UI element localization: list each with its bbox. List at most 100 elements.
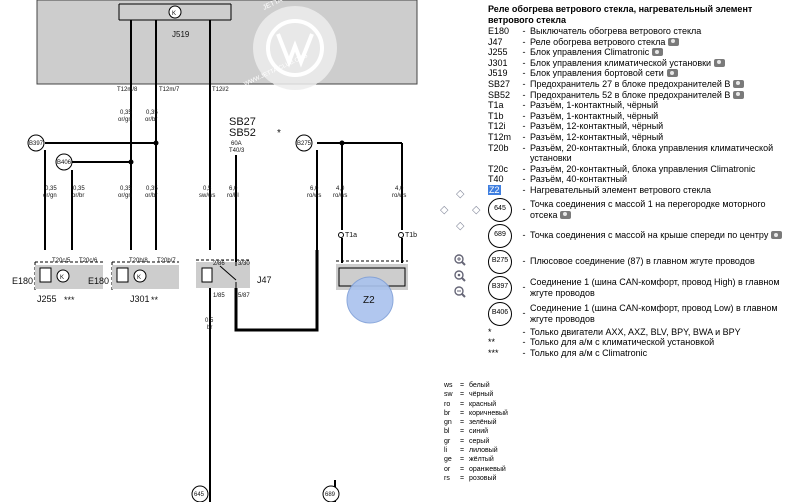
svg-text:or/gn: or/gn <box>118 193 132 199</box>
svg-text:4,0: 4,0 <box>395 186 404 192</box>
svg-text:60A: 60A <box>231 141 242 147</box>
sb27-label: SB27 <box>229 116 256 128</box>
camera-icon[interactable] <box>666 69 678 78</box>
legend-code: SB27 <box>488 78 511 89</box>
legend-item: J519-Блок управления бортовой сети <box>488 68 794 79</box>
legend-code: J519 <box>488 68 508 79</box>
legend-code: T12m <box>488 131 512 142</box>
svg-text:ro/ws: ro/ws <box>333 193 347 199</box>
svg-text:5/87: 5/87 <box>238 293 250 299</box>
legend-item: T20c-Разъём, 20-контактный, блока управл… <box>488 164 794 175</box>
pan-right-icon[interactable]: ◇ <box>472 204 481 216</box>
svg-text:J47: J47 <box>257 275 272 285</box>
svg-text:sw/ws: sw/ws <box>199 193 215 199</box>
color-entry: ws=белый <box>444 382 490 389</box>
legend-text: Разъём, 20-контактный, блока управления … <box>530 163 756 174</box>
svg-text:4,0: 4,0 <box>336 186 345 192</box>
legend-code: T20c <box>488 163 509 174</box>
svg-text:Z2: Z2 <box>363 295 375 306</box>
legend-code: E180 <box>488 26 510 36</box>
legend-item: SB27-Предохранитель 27 в блоке предохран… <box>488 79 794 90</box>
zoom-in-icon[interactable] <box>454 254 466 266</box>
camera-icon[interactable] <box>771 231 783 240</box>
color-entry: ro=красный <box>444 400 497 408</box>
pan-down-icon[interactable]: ◇ <box>456 220 465 232</box>
camera-icon[interactable] <box>714 58 726 67</box>
color-entry: rs=розовый <box>444 474 497 482</box>
legend-note: *-Только двигатели AXX, AXZ, BLV, BPY, B… <box>488 326 741 337</box>
legend-item: T40-Разъём, 40-контактный <box>488 174 794 185</box>
j519-label: J519 <box>172 30 190 39</box>
svg-text:or/br: or/br <box>145 117 157 123</box>
svg-text:J301: J301 <box>130 294 150 304</box>
legend-item: T12i-Разъём, 12-контактный, чёрный <box>488 121 794 132</box>
legend-code: T40 <box>488 174 504 185</box>
svg-text:689: 689 <box>325 492 336 498</box>
svg-text:645: 645 <box>194 492 205 498</box>
legend-point: B397-Соединение 1 (шина CAN-комфорт, про… <box>488 275 794 300</box>
legend-note: ***-Только для а/м с Climatronic <box>488 347 648 358</box>
svg-text:0,5: 0,5 <box>205 318 214 324</box>
svg-text:B397: B397 <box>29 141 44 147</box>
svg-text:B275: B275 <box>297 141 312 147</box>
svg-text:or/gn: or/gn <box>43 193 57 199</box>
svg-text:J255: J255 <box>37 294 57 304</box>
legend-item: T1a-Разъём, 1-контактный, чёрный <box>488 100 794 111</box>
svg-text:***: *** <box>64 295 75 305</box>
legend-item: J255-Блок управления Climatronic <box>488 47 794 58</box>
legend-text: Разъём, 12-контактный, чёрный <box>530 121 664 132</box>
legend-point: 645-Точка соединения с массой 1 на перег… <box>488 197 794 222</box>
legend-text: Соединение 1 (шина CAN-комфорт, провод H… <box>530 276 780 298</box>
legend-code: J47 <box>488 36 503 47</box>
svg-text:6,0: 6,0 <box>229 186 238 192</box>
legend-text: Нагревательный элемент ветрового стекла <box>530 184 711 195</box>
svg-text:T20b/8: T20b/8 <box>129 258 148 264</box>
legend-code: T20b <box>488 142 509 153</box>
node-689: 689 <box>322 485 340 502</box>
svg-text:ro/bl: ro/bl <box>227 193 239 199</box>
svg-text:T20b/7: T20b/7 <box>157 258 176 264</box>
svg-text:T12m/8: T12m/8 <box>117 87 138 93</box>
svg-text:T40/3: T40/3 <box>229 148 245 154</box>
svg-text:E180: E180 <box>88 276 109 286</box>
svg-text:or/br: or/br <box>72 193 84 199</box>
svg-text:**: ** <box>151 295 159 305</box>
legend-text: Соединение 1 (шина CAN-комфорт, провод L… <box>530 302 778 324</box>
camera-icon[interactable] <box>560 210 572 219</box>
svg-text:0,35: 0,35 <box>120 110 132 116</box>
zoom-out-icon[interactable] <box>454 286 466 298</box>
legend-text: Разъём, 1-контактный, чёрный <box>530 110 659 121</box>
camera-icon[interactable] <box>733 79 745 88</box>
legend-title: Реле обогрева ветрового стекла, нагреват… <box>488 4 753 25</box>
legend-item: J301-Блок управления климатической устан… <box>488 58 794 69</box>
color-entry: br=коричневый <box>444 409 508 417</box>
color-entry: or=оранжевый <box>444 465 506 473</box>
j301-block: T20b/8 T20b/7 K <box>111 258 179 290</box>
camera-icon[interactable] <box>668 37 680 46</box>
camera-icon[interactable] <box>733 90 745 99</box>
j519-block <box>36 0 418 85</box>
zoom-fit-icon[interactable] <box>454 270 466 282</box>
legend-text: Предохранитель 27 в блоке предохранителе… <box>530 79 794 90</box>
legend-code: J255 <box>488 47 508 58</box>
svg-text:K: K <box>137 275 141 281</box>
svg-text:0,35: 0,35 <box>73 186 85 192</box>
svg-text:or/gn: or/gn <box>118 117 132 123</box>
svg-text:br: br <box>207 325 212 331</box>
legend-code: J301 <box>488 57 508 68</box>
point-circle: B406 <box>488 301 512 326</box>
legend-point: B275-Плюсовое соединение (87) в главном … <box>488 249 794 274</box>
pan-left-icon[interactable]: ◇ <box>440 204 449 216</box>
svg-text:E180: E180 <box>12 276 33 286</box>
svg-text:T20c/6: T20c/6 <box>79 258 98 264</box>
legend-note: **-Только для а/м с климатической устано… <box>488 337 715 348</box>
camera-icon[interactable] <box>652 48 664 57</box>
svg-text:0,35: 0,35 <box>45 186 57 192</box>
color-entry: gr=серый <box>444 437 490 445</box>
legend-item: SB52-Предохранитель 52 в блоке предохран… <box>488 90 794 101</box>
pan-up-icon[interactable]: ◇ <box>456 188 465 200</box>
svg-text:6,0: 6,0 <box>310 186 319 192</box>
legend-text: Разъём, 12-контактный, чёрный <box>530 131 664 142</box>
svg-text:0,35: 0,35 <box>146 186 158 192</box>
